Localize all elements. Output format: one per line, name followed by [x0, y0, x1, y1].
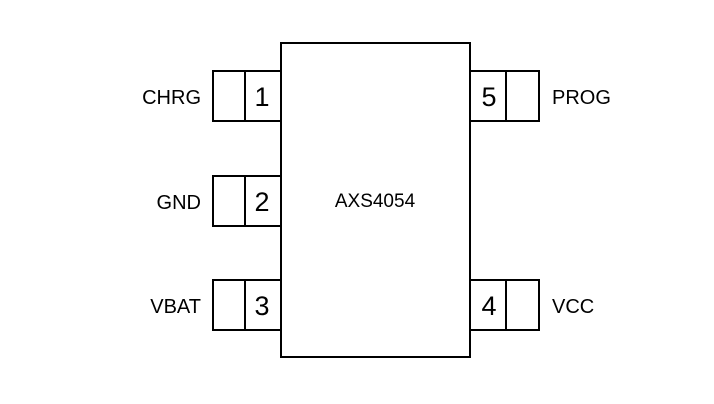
pin-label: CHRG — [142, 87, 201, 109]
pin-5: 5 PROG — [469, 70, 611, 122]
pin-4: 4 VCC — [469, 279, 594, 331]
pin-2: 2 GND — [157, 175, 282, 227]
pin-1: 1 CHRG — [142, 70, 282, 122]
pin-number: 2 — [254, 187, 269, 217]
pin-label: PROG — [552, 87, 611, 109]
pin-number: 4 — [481, 291, 496, 321]
pin-3: 3 VBAT — [150, 279, 282, 331]
chip-name: AXS4054 — [335, 191, 416, 212]
chip-body — [280, 42, 471, 358]
pin-label: VBAT — [150, 296, 201, 318]
pin-label: VCC — [552, 296, 594, 318]
pin-label: GND — [157, 192, 201, 214]
pin-number: 3 — [254, 291, 269, 321]
pin-number: 1 — [254, 82, 269, 112]
pin-number: 5 — [481, 82, 496, 112]
